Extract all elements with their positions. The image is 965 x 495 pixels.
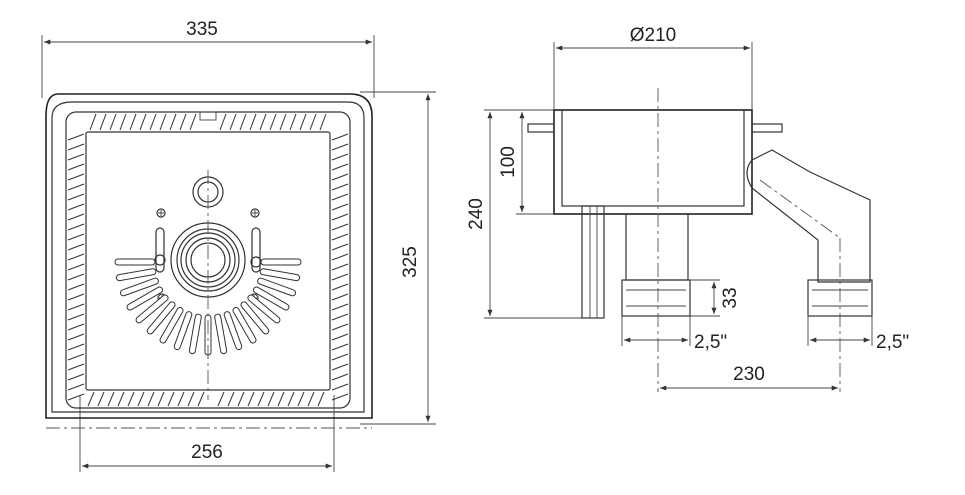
cylinder-inner	[561, 109, 745, 207]
dimension-height-total: 240	[466, 109, 600, 319]
front-view: 335 325 256	[41, 19, 436, 472]
dimension-thread-length: 33	[690, 279, 741, 317]
central-drain	[170, 222, 246, 298]
dim-33-label: 33	[720, 287, 741, 308]
left-clamp	[155, 227, 165, 273]
skimmer-cylinder	[553, 109, 753, 215]
right-clamp	[251, 227, 261, 273]
dimension-outlet-1: 2,5"	[621, 316, 727, 353]
flange-right	[751, 123, 783, 133]
dimension-outlet-spacing: 230	[660, 364, 838, 391]
radial-slots	[114, 258, 302, 356]
dim-100-label: 100	[498, 146, 519, 178]
skimmer-rim	[51, 101, 365, 413]
central-outlet-body	[625, 213, 689, 281]
dim-outlet-2-label: 2,5"	[876, 332, 909, 353]
frame-hatching	[67, 113, 349, 407]
dimension-width-outer: 335	[41, 19, 375, 98]
skimmer-body-outline	[45, 93, 373, 419]
dim-230-label: 230	[733, 364, 765, 385]
dimension-height: 325	[360, 91, 436, 425]
dim-outlet-1-label: 2,5"	[694, 332, 727, 353]
dim-325-label: 325	[400, 246, 421, 278]
dim-diameter-label: Ø210	[630, 25, 676, 46]
central-outlet-thread	[621, 279, 691, 317]
dim-240-label: 240	[466, 198, 487, 230]
top-notch	[199, 111, 217, 121]
angled-outlet-body	[746, 149, 871, 283]
dimension-diameter: Ø210	[553, 25, 753, 110]
dimension-outlet-2: 2,5"	[807, 316, 909, 353]
flange-left	[527, 123, 555, 133]
dim-256-label: 256	[191, 442, 223, 463]
left-pipe	[581, 205, 605, 319]
dimension-height-body: 100	[498, 112, 580, 215]
dim-335-label: 335	[186, 19, 218, 40]
side-view: Ø210 240 100	[466, 25, 909, 392]
dimension-width-inner: 256	[79, 395, 335, 472]
